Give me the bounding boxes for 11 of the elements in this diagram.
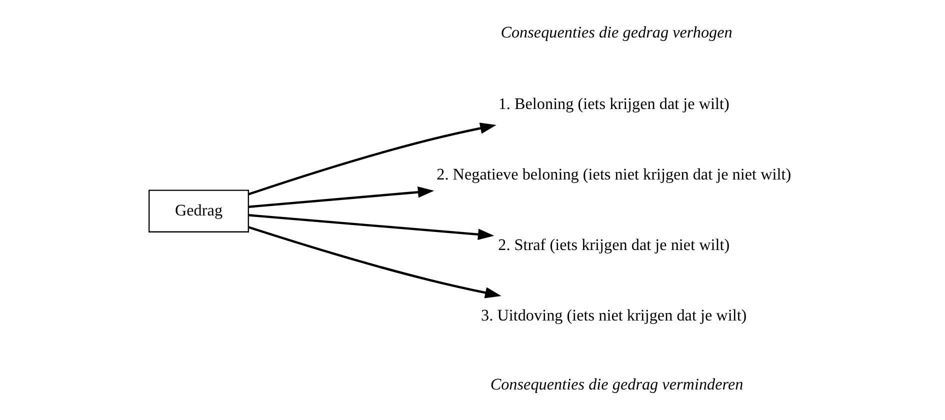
arrow [248,122,496,195]
label: Consequenties die gedrag verminderen [490,376,743,394]
node-text: 1. Beloning (iets krijgen dat je wilt) [498,96,729,113]
node-box: Gedrag [148,189,248,232]
arrow [248,214,494,240]
node-text: 2. Negatieve beloning (iets niet krijgen dat je niet wilt) [436,166,791,184]
arrow [248,226,501,298]
arrow [248,186,434,208]
label: Consequenties die gedrag verhogen [500,24,732,42]
node-text: 3. Uitdoving (iets niet krijgen dat je wilt) [480,306,746,324]
node-text: 2. Straf (iets krijgen dat je niet wilt) [498,236,730,254]
